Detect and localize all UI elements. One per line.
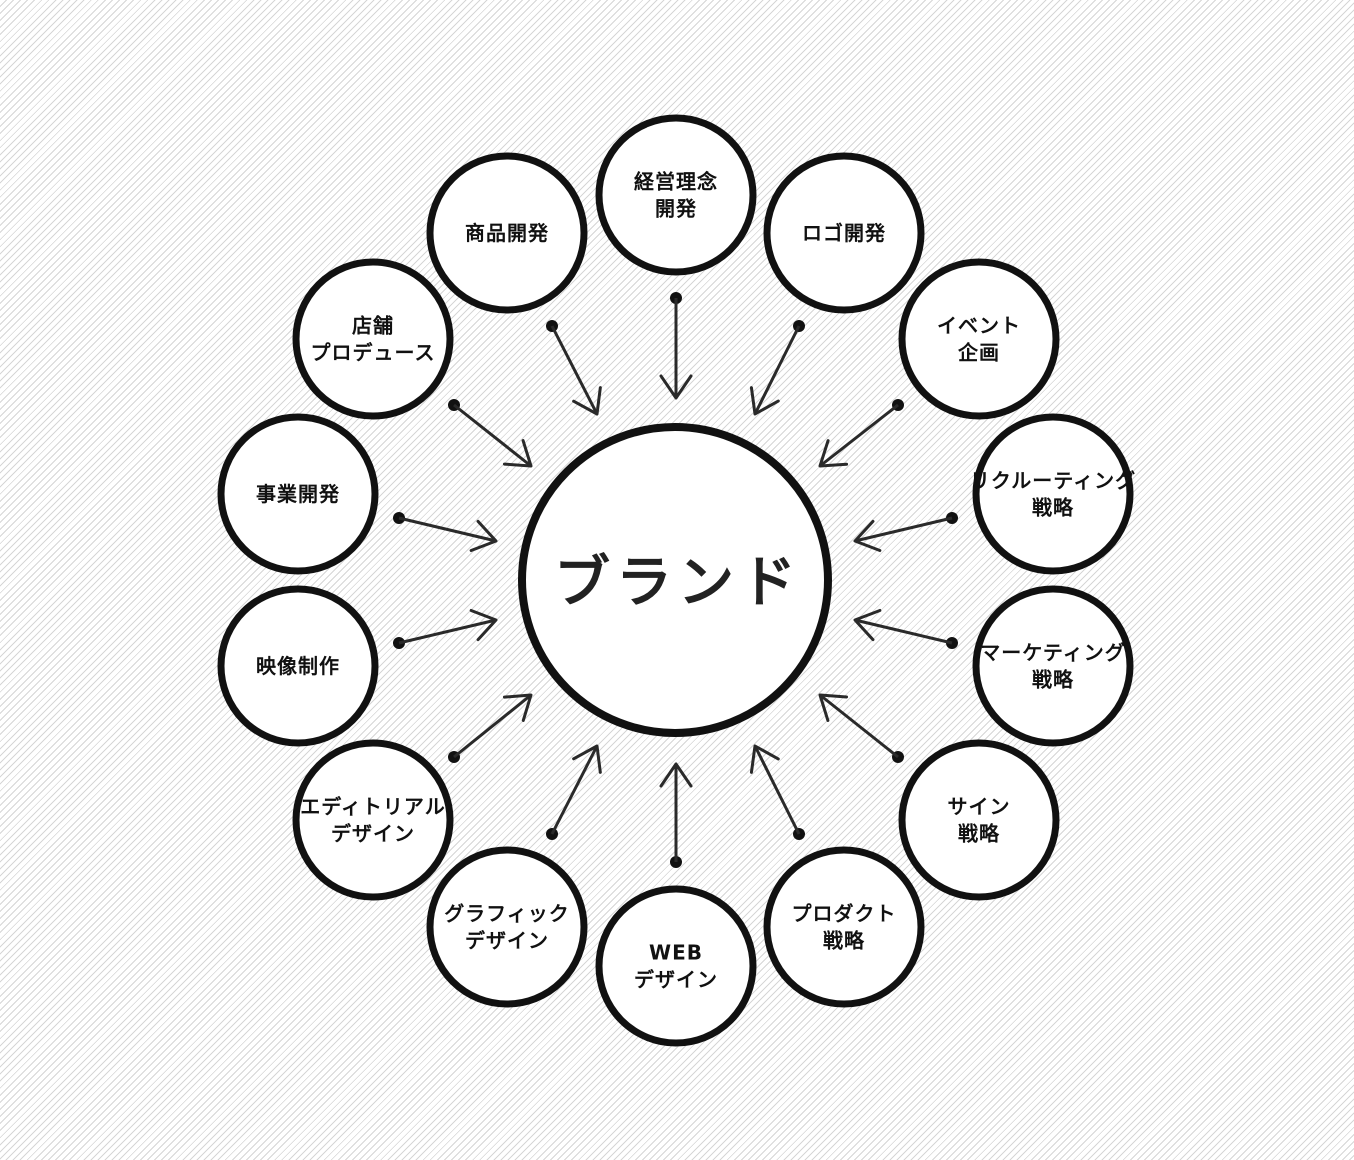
node-label: 戦略 xyxy=(1032,496,1074,520)
node-label: サイン xyxy=(948,795,1011,819)
node-eizo: 映像制作 xyxy=(217,585,379,747)
arrow-sign xyxy=(818,693,904,763)
nodes-layer: 経営理念開発ロゴ開発イベント企画リクルーティング戦略マーケティング戦略サイン戦略… xyxy=(217,114,1136,1047)
node-label: 事業開発 xyxy=(256,482,340,506)
arrow-line xyxy=(398,516,497,543)
node-circle xyxy=(292,739,454,901)
arrow-head xyxy=(572,386,602,416)
node-label: デザイン xyxy=(634,968,718,992)
arrow-head xyxy=(659,374,693,400)
arrow-head xyxy=(502,439,533,468)
node-label: 経営理念 xyxy=(634,170,718,194)
arrow-line xyxy=(453,693,532,759)
arrow-head xyxy=(572,744,602,774)
arrow-head xyxy=(469,519,498,553)
arrow-head xyxy=(853,519,882,553)
node-label: 企画 xyxy=(957,341,1000,365)
node-circle xyxy=(217,413,379,575)
arrow-jigyo xyxy=(393,512,498,553)
node-circle xyxy=(426,152,588,314)
node-shohin: 商品開発 xyxy=(426,152,588,314)
node-label: リクルーティング xyxy=(970,469,1136,493)
arrow-line xyxy=(753,745,801,835)
node-logo: ロゴ開発 xyxy=(763,152,925,314)
center-node: ブランド xyxy=(518,423,832,737)
node-label: WEB xyxy=(649,941,703,965)
node-label: プロデュース xyxy=(311,341,436,365)
node-label: マーケティング xyxy=(980,641,1125,665)
arrow-line xyxy=(854,516,953,543)
arrow-line xyxy=(550,325,599,415)
arrow-product xyxy=(749,744,805,840)
arrow-head xyxy=(502,693,533,722)
node-circle xyxy=(217,585,379,747)
node-label: 映像制作 xyxy=(256,654,340,678)
arrows-layer xyxy=(393,292,958,868)
node-label: プロダクト xyxy=(792,902,897,926)
node-jigyo: 事業開発 xyxy=(217,413,379,575)
node-web: WEB デザイン xyxy=(595,885,757,1047)
arrow-line xyxy=(854,618,953,645)
node-circle xyxy=(595,114,757,276)
node-circle xyxy=(426,846,588,1008)
arrow-line xyxy=(453,403,532,468)
arrow-head xyxy=(818,693,849,722)
node-label: 戦略 xyxy=(958,822,1000,846)
node-circle xyxy=(595,885,757,1047)
node-circle xyxy=(898,739,1060,901)
arrow-head xyxy=(469,608,498,642)
node-label: グラフィック xyxy=(444,902,570,926)
node-label: 戦略 xyxy=(1032,668,1074,692)
arrow-head xyxy=(659,762,693,788)
center-circle xyxy=(518,423,832,737)
node-label: デザイン xyxy=(331,822,415,846)
arrow-line xyxy=(819,403,899,468)
arrow-event xyxy=(818,399,904,468)
node-circle xyxy=(763,152,925,314)
node-label: 戦略 xyxy=(823,929,865,953)
arrow-graphic xyxy=(546,744,602,840)
node-label: デザイン xyxy=(465,929,549,953)
arrow-marketing xyxy=(853,608,958,649)
node-circle xyxy=(972,413,1134,575)
arrow-head xyxy=(749,744,780,774)
node-label: 商品開発 xyxy=(465,221,549,245)
node-label: エディトリアル xyxy=(300,795,445,819)
arrow-head xyxy=(818,439,849,468)
arrow-line xyxy=(550,745,599,835)
node-circle xyxy=(898,258,1060,420)
arrow-head xyxy=(853,608,882,642)
node-circle xyxy=(292,258,454,420)
arrow-logo xyxy=(749,320,805,416)
arrow-recruiting xyxy=(853,512,958,553)
arrow-eizo xyxy=(393,608,498,649)
arrow-shohin xyxy=(546,320,602,416)
node-label: 店舗 xyxy=(352,314,394,338)
arrow-line xyxy=(753,325,801,415)
node-circle xyxy=(972,585,1134,747)
node-label: ロゴ開発 xyxy=(802,221,886,245)
arrow-line xyxy=(819,693,899,759)
node-circle xyxy=(763,846,925,1008)
arrow-line xyxy=(398,618,497,645)
arrow-keiei-rinen xyxy=(659,292,693,400)
arrow-editorial xyxy=(448,693,533,763)
node-label: 開発 xyxy=(655,197,697,221)
arrow-head xyxy=(749,386,780,416)
arrow-web xyxy=(659,762,693,868)
center-label: ブランド xyxy=(554,551,802,616)
node-label: イベント xyxy=(937,314,1021,338)
arrow-tenpo xyxy=(448,399,533,468)
